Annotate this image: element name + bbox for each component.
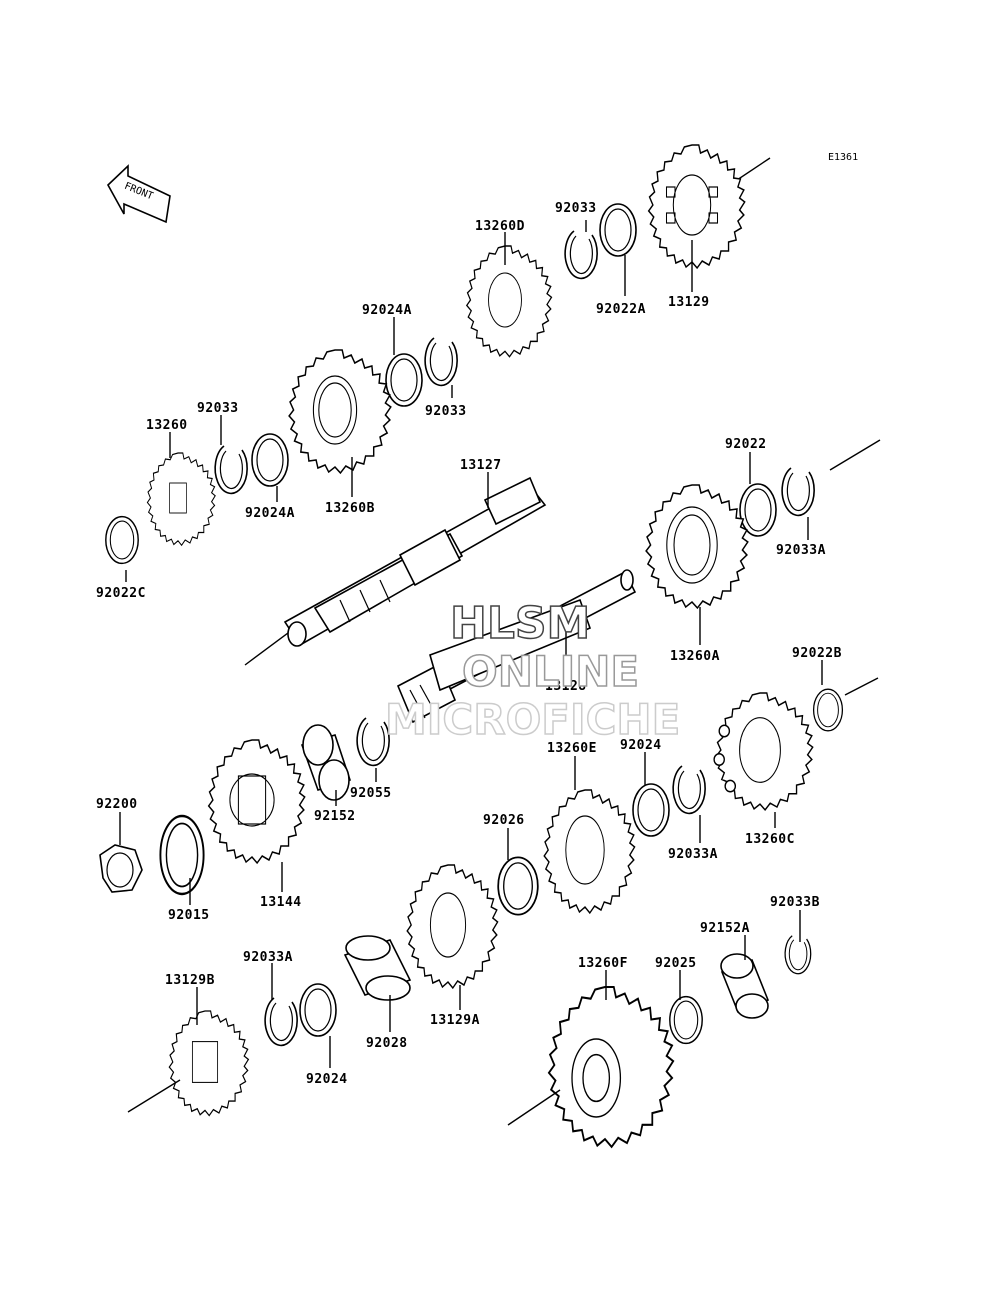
label-92200: 92015 [168,908,210,923]
watermark-line2: ONLINE [462,647,639,696]
gear-13129A [406,864,499,989]
watermark: HLSM ONLINE MICROFICHE [384,597,681,745]
front-arrow-icon: FRONT [107,164,171,224]
watermark-line3: MICROFICHE [385,695,680,744]
washer-92200 [159,814,205,896]
label-13129: 13129 [668,295,710,310]
ring-92024A-left [251,433,289,487]
watermark-line1: HLSM [450,598,590,649]
collar-92152A [720,953,770,1019]
label-92055: 92055 [350,786,392,801]
label-92033-left: 92033 [197,401,239,416]
label-92033-top: 92033 [555,201,597,216]
label-92033A-mid: 92033A [668,847,718,862]
ring-92022B [812,688,844,732]
label-92022C: 92022C [96,586,146,601]
label-92152: 92152 [314,809,356,824]
label-92024-bottom: 92024 [306,1072,348,1087]
label-13128: 13128 [545,679,587,694]
diagram-code: E1361 [828,152,858,163]
label-92015: 92200 [96,797,138,812]
label-13260C: 13260C [745,832,795,847]
label-92025: 92025 [655,956,697,971]
label-13260F: 13260F [578,956,628,971]
leader-lines [119,220,823,1068]
ring-92022A [599,203,637,257]
ring-92024A-top [385,353,423,407]
label-92033B: 92033B [770,895,820,910]
shaft-13128 [396,569,637,724]
label-13127: 13127 [460,458,502,473]
circlip-92033-left [214,445,248,495]
ring-92026 [497,856,539,916]
ring-92025 [669,995,703,1045]
gear-13260A [645,484,749,609]
washer-92022C [105,515,139,565]
label-13129A: 13129A [430,1013,480,1028]
gear-13129B [168,1010,250,1117]
gear-13260C [713,692,814,811]
label-13144: 13144 [260,895,302,910]
gear-13260E [543,789,636,914]
circlip-92033A-right [781,467,815,517]
shaft-13127 [244,476,547,666]
gear-13260 [146,452,216,546]
circlip-92033A-bottom [264,997,298,1047]
label-92152A: 92152A [700,921,750,936]
circlip-92033-top [564,230,598,280]
label-92024-mid: 92024 [620,738,662,753]
nut-92015 [99,844,143,893]
collar-92152 [300,724,352,801]
ring-92024-bottom [299,983,337,1037]
circlip-92033A-mid [672,765,706,815]
label-13260D: 13260D [475,219,525,234]
ring-92024-mid [632,783,670,837]
label-92033-mid: 92033 [425,404,467,419]
circlip-92033-mid [424,337,458,387]
label-13260E: 13260E [547,741,597,756]
label-92022B: 92022B [792,646,842,661]
part-labels: 13129 92033 92022A 13260D 92024A 92033 1… [96,201,842,1087]
label-92033A-right: 92033A [776,543,826,558]
label-13129B: 13129B [165,973,215,988]
circlip-92033B [784,935,812,975]
sprocket-13144 [207,739,306,864]
label-92022: 92022 [725,437,767,452]
label-92024A-top: 92024A [362,303,412,318]
gear-13260D [466,245,553,358]
label-13260: 13260 [146,418,188,433]
ring-92022-right [739,483,777,537]
label-92026: 92026 [483,813,525,828]
gear-13129 [647,144,746,269]
label-92024A-left: 92024A [245,506,295,521]
gear-13260B [288,349,392,474]
sleeve-92028 [343,935,412,1001]
label-92033A-bottom: 92033A [243,950,293,965]
label-13260A: 13260A [670,649,720,664]
gear-13260F [547,985,675,1148]
label-13260B: 13260B [325,501,375,516]
label-92028: 92028 [366,1036,408,1051]
label-92022A: 92022A [596,302,646,317]
